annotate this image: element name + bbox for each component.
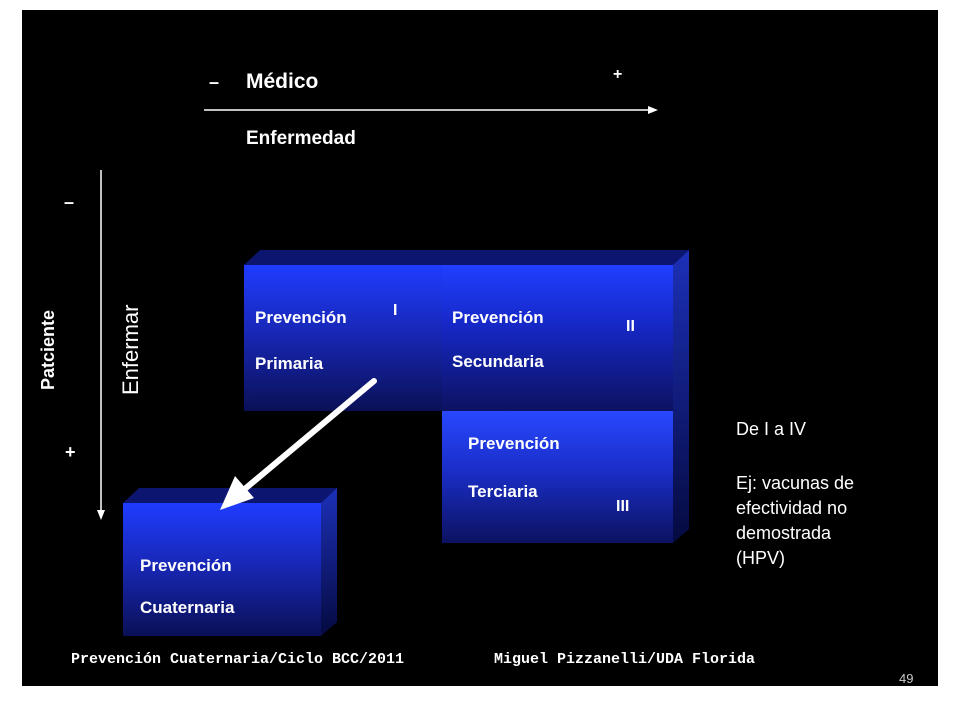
page-number: 49 [899,671,914,686]
secundaria-line2: Secundaria [452,352,544,371]
box-cuaternaria [123,503,321,636]
diagonal-arrow [220,378,377,510]
axis-arrows [97,106,658,520]
note-line1: De I a IV [736,419,807,439]
horizontal-axis-label: Enfermedad [246,128,356,149]
note-line3: efectividad no [736,498,848,518]
box-terciaria [442,411,673,543]
note-line2: Ej: vacunas de [736,473,855,493]
note-line5: (HPV) [736,548,785,568]
cuaternaria-line2: Cuaternaria [140,598,235,617]
secundaria-line1: Prevención [452,308,544,327]
box-primaria [244,265,442,411]
primaria-numeral: I [393,302,398,319]
slide: – Médico + Enfermedad – + Patciente Enfe… [22,10,938,686]
horizontal-plus: + [613,66,623,83]
vertical-minus: – [64,192,75,212]
horizontal-axis-arrowhead [648,106,658,114]
upper-box-top-face [244,250,689,265]
note-line4: demostrada [736,523,832,543]
terciaria-numeral: III [616,498,630,515]
primaria-line1: Prevención [255,308,347,327]
primaria-line2: Primaria [255,354,324,373]
cuaternaria-side-face [321,488,337,636]
secundaria-numeral: II [626,318,635,335]
right-box-side-face [673,250,689,543]
vertical-axis-arrowhead [97,510,105,520]
footer-right: Miguel Pizzanelli/UDA Florida [494,651,756,668]
vertical-plus: + [65,442,76,462]
box-secundaria [442,265,673,411]
terciaria-line2: Terciaria [468,482,538,501]
footer-left: Prevención Cuaternaria/Ciclo BCC/2011 [71,651,405,668]
terciaria-line1: Prevención [468,434,560,453]
horizontal-minus: – [209,72,220,92]
cuaternaria-line1: Prevención [140,556,232,575]
horizontal-axis-title: Médico [246,70,319,93]
box-depth-faces [123,250,689,636]
